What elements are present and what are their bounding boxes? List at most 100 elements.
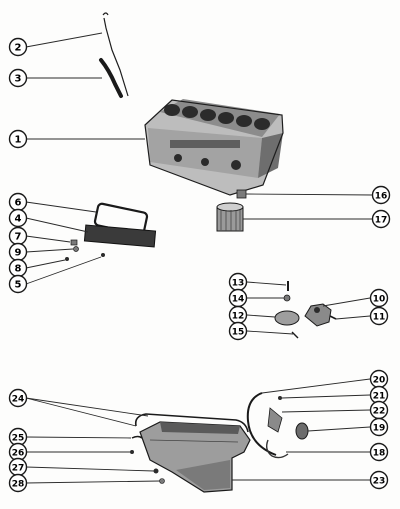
callout-5-label: 5 [15,280,22,291]
callout-14: 14 [228,288,248,308]
callout-18: 18 [369,442,389,462]
leader-10 [322,297,371,307]
callout-9: 9 [8,242,28,262]
callout-26: 26 [8,442,28,462]
callout-22-label: 22 [373,407,386,417]
callout-15-label: 15 [232,328,245,338]
callout-23: 23 [369,470,389,490]
callout-27: 27 [8,457,28,477]
callout-20: 20 [369,369,389,389]
seal-ring [295,422,309,440]
dipstick [102,12,129,97]
callout-25-label: 25 [12,434,25,444]
callout-22: 22 [369,400,389,420]
leader-4 [25,217,89,233]
callout-3-label: 3 [15,74,22,85]
grommet [70,239,78,246]
callout-13-label: 13 [232,279,245,289]
leader-22 [281,409,371,413]
leader-15 [246,330,294,335]
nut [65,257,69,261]
callout-5: 5 [8,274,28,294]
rear-seals [130,435,143,454]
pump-spring [283,294,291,302]
callout-2-label: 2 [15,43,22,54]
oil-filter [216,202,244,232]
side-cover-hardware [65,239,105,261]
oil-pan-gasket [134,413,249,433]
clip [278,396,282,400]
leader-7 [25,235,71,243]
drain-plug [153,468,165,484]
bolt [101,253,105,257]
callout-1: 1 [8,129,28,149]
callout-2: 2 [8,37,28,57]
callout-27-label: 27 [12,464,25,474]
callout-13: 13 [228,272,248,292]
pump-cover [274,310,300,326]
side-cover [83,224,157,248]
leader-8 [25,259,66,269]
callout-8-label: 8 [15,264,22,275]
tube-end [265,439,289,459]
callout-20-label: 20 [373,376,386,386]
callout-4-label: 4 [15,214,22,225]
callout-6-label: 6 [15,198,22,209]
callout-16-label: 16 [375,192,388,202]
leader-9 [25,248,74,253]
pump-body [304,303,332,327]
callout-28-label: 28 [12,480,25,490]
callout-12: 12 [228,305,248,325]
oil-pan [139,421,251,493]
leader-24a [25,397,137,427]
callout-8: 8 [8,258,28,278]
callout-28: 28 [8,473,28,493]
pump-bolt [291,331,299,339]
callout-18-label: 18 [373,449,386,459]
callout-17: 17 [371,209,391,229]
callout-3: 3 [8,68,28,88]
leader-24b [25,397,149,417]
callout-7: 7 [8,226,28,246]
callout-19: 19 [369,417,389,437]
leader-lines [25,32,374,484]
callout-1-label: 1 [15,135,22,146]
bracket [267,407,283,433]
washer [73,246,79,252]
callout-21-label: 21 [373,392,386,402]
callout-19-label: 19 [373,424,386,434]
callout-4: 4 [8,208,28,228]
leader-21 [281,394,371,399]
callout-23-label: 23 [373,477,386,487]
leader-28 [25,480,161,484]
oil-filter-adapter-plug [236,189,247,199]
callout-10-label: 10 [373,295,386,305]
oil-pump-assembly [274,281,337,339]
leader-27 [25,466,155,472]
callout-14-label: 14 [232,295,245,305]
callout-7-label: 7 [15,232,22,243]
callout-17-label: 17 [375,216,388,226]
leader-19 [307,426,371,432]
leader-5 [25,256,102,285]
tube [246,392,277,456]
callout-10: 10 [369,288,389,308]
callout-26-label: 26 [12,449,25,459]
cylinder-block [144,99,284,196]
callout-6: 6 [8,192,28,212]
leader-6 [25,201,97,213]
leader-25 [25,436,132,439]
leader-11 [335,315,371,320]
callout-24: 24 [8,388,28,408]
leader-12 [246,314,276,318]
oil-pan-tube-assembly [246,392,309,459]
leader-2 [25,32,103,48]
leader-16 [245,193,374,196]
callout-15: 15 [228,321,248,341]
callout-24-label: 24 [12,395,25,405]
callout-11-label: 11 [373,313,386,323]
callout-9-label: 9 [15,248,22,259]
leader-13 [246,281,287,286]
